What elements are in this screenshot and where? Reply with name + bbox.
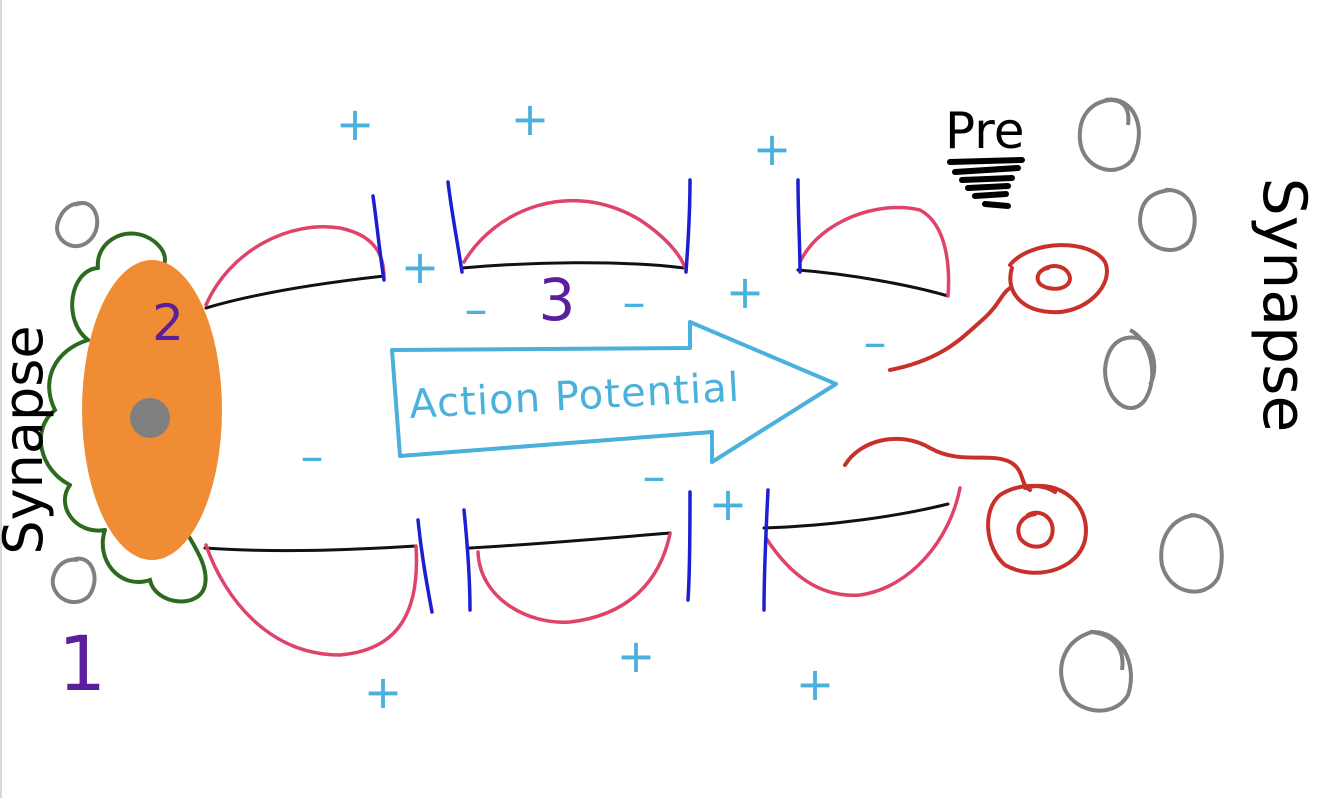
charge-symbols: + + + + + + + + + – – – – – bbox=[301, 92, 887, 719]
terminal-vesicle-top bbox=[1035, 264, 1073, 291]
minus-sign: – bbox=[301, 429, 324, 483]
page-left-border bbox=[0, 0, 2, 798]
step-number-3: 3 bbox=[539, 266, 576, 334]
plus-sign: + bbox=[401, 240, 440, 294]
step-number-1: 1 bbox=[58, 619, 106, 708]
action-potential-label: Action Potential bbox=[408, 365, 740, 428]
plus-sign: + bbox=[753, 122, 792, 176]
minus-sign: – bbox=[864, 315, 887, 369]
terminal-branch-bottom bbox=[843, 436, 1032, 492]
vesicle-circle bbox=[1059, 629, 1133, 713]
node-line bbox=[371, 194, 386, 282]
vesicle-circle bbox=[1077, 97, 1141, 172]
node-line bbox=[796, 178, 802, 274]
myelin-bottom-1 bbox=[204, 543, 419, 657]
axon-terminals bbox=[843, 243, 1109, 575]
membrane-bottom-1 bbox=[203, 544, 418, 553]
vesicle-circle bbox=[55, 201, 100, 248]
axon-membrane bbox=[203, 261, 950, 553]
node-line bbox=[446, 180, 464, 274]
terminal-bulb-top bbox=[1008, 243, 1109, 315]
plus-sign: + bbox=[511, 92, 550, 146]
node-line bbox=[684, 178, 692, 274]
plus-sign: + bbox=[726, 265, 765, 319]
pre-scribble bbox=[947, 157, 1025, 209]
myelin-bottom-2 bbox=[476, 532, 672, 624]
membrane-bottom-3 bbox=[762, 502, 950, 530]
minus-sign: – bbox=[465, 282, 488, 336]
myelin-top-2 bbox=[462, 198, 688, 272]
plus-sign: + bbox=[364, 665, 403, 719]
plus-sign: + bbox=[336, 97, 375, 151]
node-line bbox=[462, 508, 472, 612]
node-line bbox=[686, 490, 692, 602]
plus-sign: + bbox=[709, 477, 748, 531]
plus-sign: + bbox=[617, 629, 656, 683]
membrane-top-1 bbox=[204, 274, 386, 310]
myelin-bottom-3 bbox=[764, 486, 962, 597]
node-line bbox=[762, 488, 770, 612]
vesicle-circle bbox=[1159, 513, 1224, 594]
myelin-sheath bbox=[204, 198, 962, 657]
dendrite-outline bbox=[38, 231, 208, 604]
synapse-label-left: Synapse bbox=[0, 325, 55, 554]
membrane-top-3 bbox=[796, 268, 950, 298]
terminal-bulb-bottom bbox=[986, 483, 1088, 575]
step-number-2: 2 bbox=[152, 294, 184, 352]
vesicle-group bbox=[50, 97, 1224, 713]
myelin-top-3 bbox=[798, 205, 951, 298]
terminal-vesicle-bottom bbox=[1016, 510, 1055, 549]
myelin-top-1 bbox=[204, 225, 386, 307]
minus-sign: – bbox=[623, 275, 646, 329]
action-potential-arrow bbox=[390, 320, 838, 464]
plus-sign: + bbox=[796, 657, 835, 711]
vesicle-circle bbox=[1102, 328, 1157, 410]
node-line bbox=[416, 518, 434, 614]
membrane-bottom-2 bbox=[468, 531, 672, 550]
nodes-of-ranvier bbox=[371, 178, 802, 614]
synapse-label-right: Synapse bbox=[1249, 178, 1319, 433]
terminal-branch-top bbox=[888, 286, 1012, 372]
pre-label: Pre bbox=[945, 102, 1025, 160]
vesicle-circle bbox=[1137, 187, 1197, 252]
minus-sign: – bbox=[643, 449, 666, 503]
nucleus bbox=[130, 398, 170, 438]
vesicle-circle bbox=[50, 556, 97, 604]
membrane-top-2 bbox=[460, 261, 686, 270]
